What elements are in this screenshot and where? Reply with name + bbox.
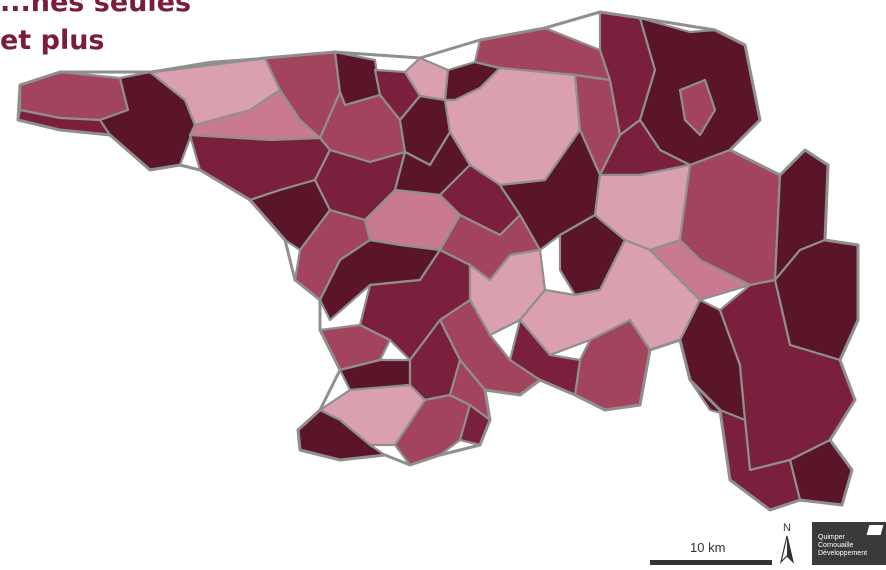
commune-region [648,238,752,302]
logo-text: Quimper Cornouaille Développement [818,534,878,558]
north-label: N [783,522,791,534]
scale-line [650,560,772,565]
map-title-line-1: ...nes seules [0,0,192,18]
map-title: ...nes seules et plus [0,0,191,60]
logo-line-2: Cornouaille [818,542,854,549]
north-arrow-icon [779,535,795,564]
logo-line-1: Quimper [818,534,845,541]
logo: Quimper Cornouaille Développement [812,522,886,565]
coastline-outline [16,10,860,512]
scale-label: 10 km [690,540,726,555]
commune-region [678,78,717,137]
map-title-line-2: et plus [0,25,105,56]
north-arrow: N [775,522,799,565]
logo-line-3: Développement [818,550,868,557]
